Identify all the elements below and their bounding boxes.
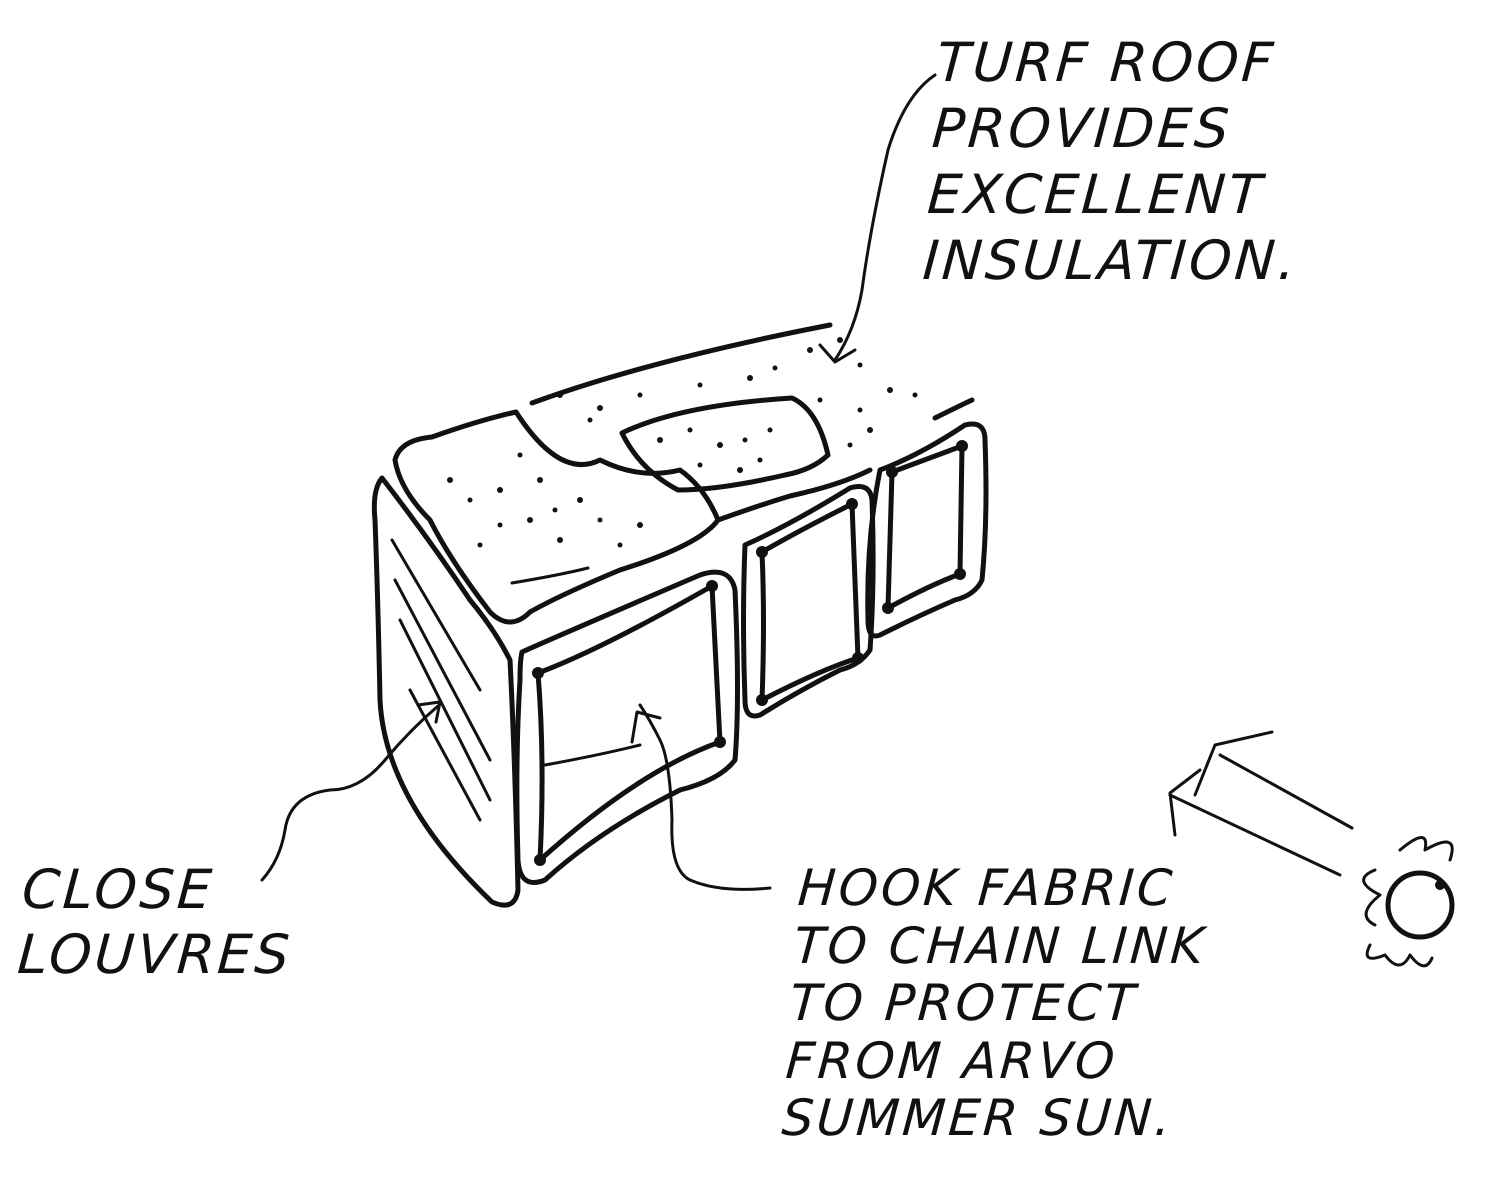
- hook-fabric-note-line: SUMMER SUN.: [779, 1089, 1176, 1147]
- close-louvres-note-line: CLOSE: [20, 858, 217, 921]
- turf-roof-note-line: TURF ROOF: [934, 31, 1279, 94]
- turf-roof-arrow-icon: [833, 73, 937, 362]
- close-louvres-note-line: LOUVRES: [15, 922, 295, 986]
- turf-roof-note-line: INSULATION.: [920, 228, 1301, 292]
- front-frame-2: [741, 484, 876, 719]
- hook-fabric-note-line: FROM ARVO: [784, 1031, 1120, 1090]
- hook-fabric-note: HOOK FABRIC TO CHAIN LINK TO PROTECT FRO…: [779, 859, 1212, 1148]
- close-louvres-note: CLOSE LOUVRES: [15, 858, 298, 988]
- front-frame-3: [865, 421, 989, 639]
- hook-fabric-note-line: HOOK FABRIC: [796, 859, 1177, 917]
- hook-fabric-note-line: TO CHAIN LINK: [792, 916, 1209, 975]
- louvred-end-wall: [371, 475, 521, 908]
- leader-arrows: [260, 73, 937, 891]
- hook-arrow-icon: [638, 703, 772, 891]
- turf-roof: [392, 322, 975, 625]
- turf-roof-note-line: EXCELLENT: [925, 162, 1267, 226]
- turf-texture: [447, 337, 918, 548]
- turf-roof-note-line: PROVIDES: [930, 96, 1234, 160]
- sun-ray-arrows-icon: [1168, 730, 1354, 877]
- louvres-arrow-icon: [260, 704, 440, 882]
- sun-icon: [1362, 836, 1455, 968]
- hook-fabric-note-line: TO PROTECT: [788, 974, 1140, 1032]
- front-frame-1: [514, 569, 740, 885]
- turf-roof-note: TURF ROOF PROVIDES EXCELLENT INSULATION.: [921, 30, 1315, 294]
